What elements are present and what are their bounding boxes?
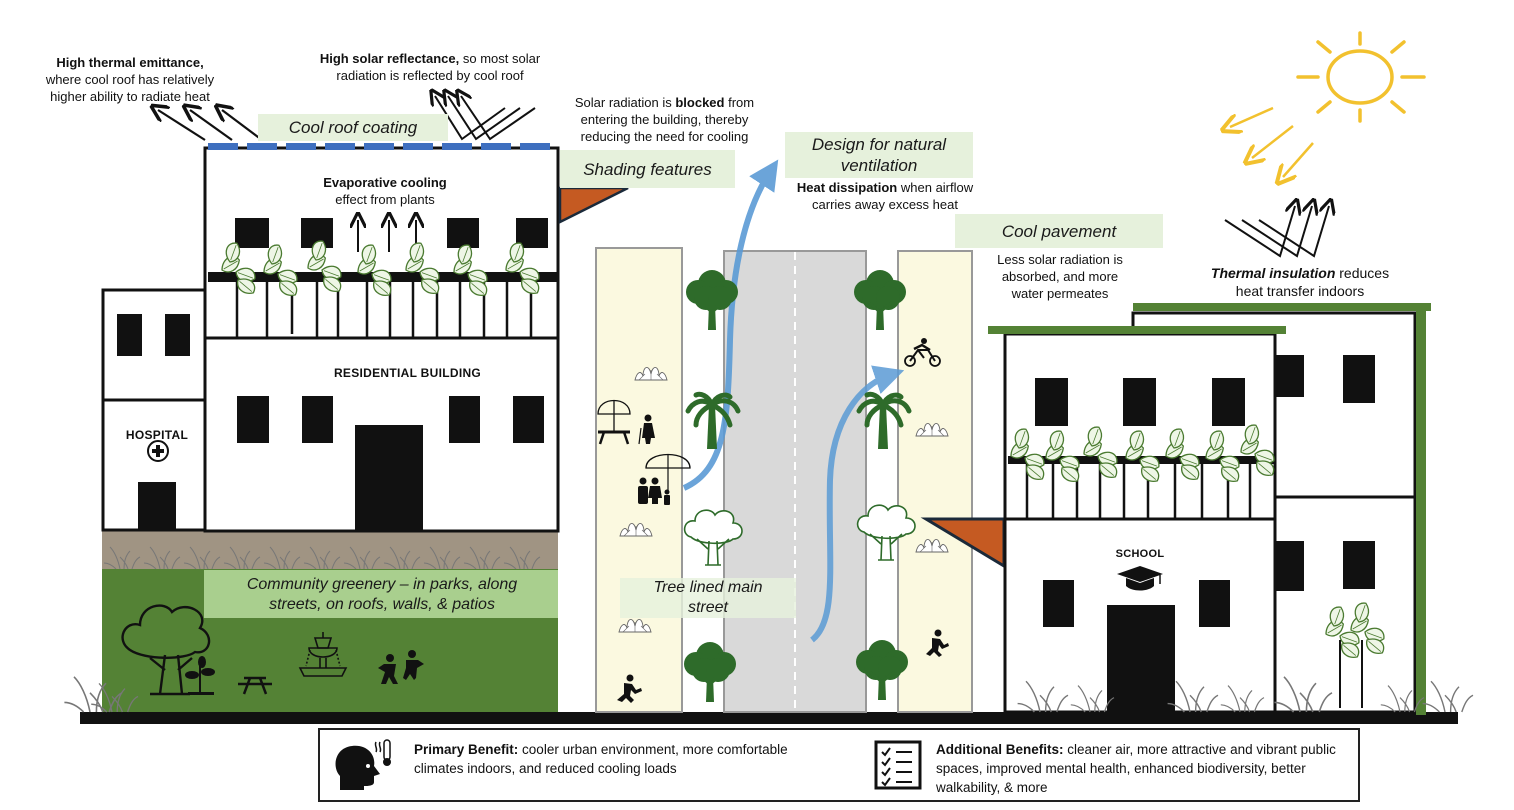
callout-shading: Shading features bbox=[560, 150, 735, 188]
greenery-line: streets, on roofs, walls, & patios bbox=[269, 596, 495, 613]
residential-door bbox=[355, 425, 423, 531]
evaporative-annotation: Evaporative cooling effect from plants bbox=[285, 174, 485, 208]
picnic-table-icon bbox=[238, 676, 272, 695]
cyclist-icon bbox=[904, 338, 941, 367]
thermal-emittance-line: higher ability to radiate heat bbox=[50, 89, 210, 104]
insulation-annotation: Thermal insulation reduces heat transfer… bbox=[1180, 264, 1420, 300]
greenery-line: Community greenery – in parks, along bbox=[246, 576, 518, 593]
shading-annotation: Solar radiation is blocked from entering… bbox=[542, 94, 787, 145]
medical-cross-icon bbox=[147, 440, 169, 462]
reflectance-arrows bbox=[435, 96, 536, 141]
callout-ventilation: Design for natural ventilation bbox=[785, 132, 973, 178]
graduation-cap-icon bbox=[1117, 566, 1163, 591]
dancing-people-icon bbox=[378, 650, 424, 684]
street-line: Tree lined main bbox=[653, 579, 763, 596]
insulation-line: heat transfer indoors bbox=[1235, 283, 1365, 299]
residential-building-label: RESIDENTIAL BUILDING bbox=[333, 366, 482, 380]
solar-reflectance-title: High solar reflectance, bbox=[319, 51, 460, 66]
pavement-line: water permeates bbox=[1011, 286, 1109, 301]
family-umbrella-icon bbox=[638, 454, 691, 505]
benefits-panel: Primary Benefit: cooler urban environmen… bbox=[318, 728, 1360, 802]
thermal-emittance-line: where cool roof has relatively bbox=[45, 72, 215, 87]
heat-dissipation-line: when airflow bbox=[897, 180, 974, 195]
hospital-label: HOSPITAL bbox=[125, 428, 189, 442]
cool-roof-coating bbox=[208, 143, 550, 150]
school-insulation-roof bbox=[988, 326, 1286, 334]
primary-benefit-body: cooler urban environment, more comfortab… bbox=[414, 742, 788, 776]
solar-reflectance-annotation: High solar reflectance, so most solar ra… bbox=[275, 50, 585, 84]
solar-reflectance-line: so most solar bbox=[459, 51, 541, 66]
checklist-icon bbox=[874, 740, 922, 790]
sapling-icon bbox=[185, 656, 215, 695]
ground-line bbox=[80, 712, 1458, 724]
pavement-line: Less solar radiation is bbox=[997, 252, 1123, 267]
greenery-label-bg bbox=[204, 570, 558, 618]
evaporative-line: effect from plants bbox=[335, 192, 435, 207]
callout-cool-pavement: Cool pavement bbox=[955, 214, 1163, 248]
walker-icon bbox=[926, 629, 949, 657]
elderly-person-icon bbox=[638, 414, 655, 445]
soil-strip bbox=[102, 531, 558, 569]
emittance-arrows bbox=[158, 110, 263, 141]
sun-icon bbox=[1296, 31, 1426, 123]
insulation-line: reduces bbox=[1335, 265, 1390, 281]
airflow-arrow-left bbox=[682, 159, 779, 491]
sidewalk-left bbox=[595, 247, 683, 713]
shading-line: reducing the need for cooling bbox=[580, 129, 749, 144]
thermal-emittance-title: High thermal emittance, bbox=[56, 55, 204, 70]
insulation-title: Thermal insulation bbox=[1210, 265, 1336, 281]
pavement-annotation: Less solar radiation is absorbed, and mo… bbox=[970, 251, 1150, 302]
additional-benefits-text: Additional Benefits: cleaner air, more a… bbox=[936, 740, 1346, 797]
heat-dissipation-line: carries away excess heat bbox=[812, 197, 958, 212]
right-plants bbox=[1016, 601, 1474, 713]
primary-benefit-label: Primary Benefit: bbox=[414, 742, 519, 757]
umbrella-table-icon bbox=[597, 400, 631, 445]
shading-line: entering the building, thereby bbox=[580, 112, 749, 127]
ventilation-line: ventilation bbox=[840, 156, 918, 175]
heat-dissipation-title: Heat dissipation bbox=[796, 180, 898, 195]
insulation-roof bbox=[1133, 303, 1431, 311]
pavement-line: absorbed, and more bbox=[1001, 269, 1119, 284]
ventilation-line: Design for natural bbox=[811, 135, 947, 154]
sidewalk-right bbox=[897, 250, 973, 713]
additional-benefits-label: Additional Benefits: bbox=[936, 742, 1064, 757]
fountain-icon bbox=[298, 632, 348, 677]
head-thermometer-icon bbox=[335, 739, 391, 790]
residential-building bbox=[203, 143, 560, 533]
shading-line: from bbox=[724, 95, 755, 110]
insulation-reflect-arrows bbox=[1224, 206, 1329, 258]
school-door bbox=[1107, 605, 1175, 712]
insulation-wall bbox=[1416, 303, 1426, 715]
additional-benefits-body: cleaner air, more attractive and vibrant… bbox=[936, 742, 1336, 795]
callout-community-greenery: Community greenery – in parks, along str… bbox=[206, 572, 558, 618]
shading-line: Solar radiation is bbox=[574, 95, 676, 110]
sun-rays bbox=[1230, 106, 1314, 177]
callout-tree-lined-street: Tree lined main street bbox=[620, 578, 796, 618]
heat-dissipation-annotation: Heat dissipation when airflow carries aw… bbox=[770, 179, 1000, 213]
shading-bold: blocked bbox=[675, 95, 725, 110]
evaporative-title: Evaporative cooling bbox=[323, 175, 447, 190]
airflow-arrow-right bbox=[809, 365, 905, 643]
shading-awning-left bbox=[558, 186, 629, 225]
school-label: SCHOOL bbox=[1115, 548, 1165, 560]
solar-reflectance-line: radiation is reflected by cool roof bbox=[336, 68, 524, 83]
thermal-emittance-annotation: High thermal emittance, where cool roof … bbox=[10, 54, 250, 105]
hospital-building bbox=[101, 288, 208, 532]
primary-benefit-text: Primary Benefit: cooler urban environmen… bbox=[414, 740, 814, 778]
street-line: street bbox=[687, 599, 728, 616]
school-building bbox=[988, 326, 1286, 714]
runner-icon bbox=[617, 674, 642, 703]
callout-cool-roof: Cool roof coating bbox=[258, 114, 448, 141]
park-tree-icon bbox=[121, 604, 211, 696]
